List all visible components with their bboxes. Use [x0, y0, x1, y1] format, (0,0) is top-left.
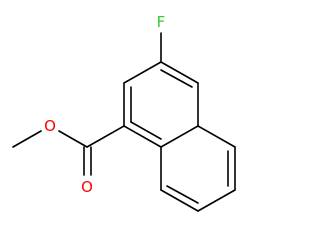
molecule-canvas: F O O — [12, 13, 236, 212]
bond-c6-c7 — [197, 189, 236, 212]
bond-c1-carbonyl — [86, 125, 125, 148]
structure-diagram: F O O — [12, 13, 236, 212]
bond-carbonyl-ester-oxygen — [58, 130, 88, 148]
bond-c7-c8 — [160, 189, 199, 212]
carbonyl-oxygen-atom-label: O — [81, 178, 93, 196]
bond-c3-c4 — [160, 61, 199, 84]
bond-c4a-c8a — [160, 125, 199, 148]
fluorine-atom-label: F — [157, 13, 166, 31]
bond-c2-c3 — [123, 61, 162, 84]
bond-c4a-c5 — [197, 125, 236, 148]
bond-c8a-c1-inner — [130, 121, 162, 140]
ester-oxygen-atom-label: O — [44, 117, 56, 135]
bond-c8a-c1 — [123, 125, 162, 148]
bond-oxygen-methyl — [12, 130, 42, 148]
bond-c3-c4-inner — [160, 69, 193, 88]
bond-c7-c8-inner — [166, 185, 199, 204]
